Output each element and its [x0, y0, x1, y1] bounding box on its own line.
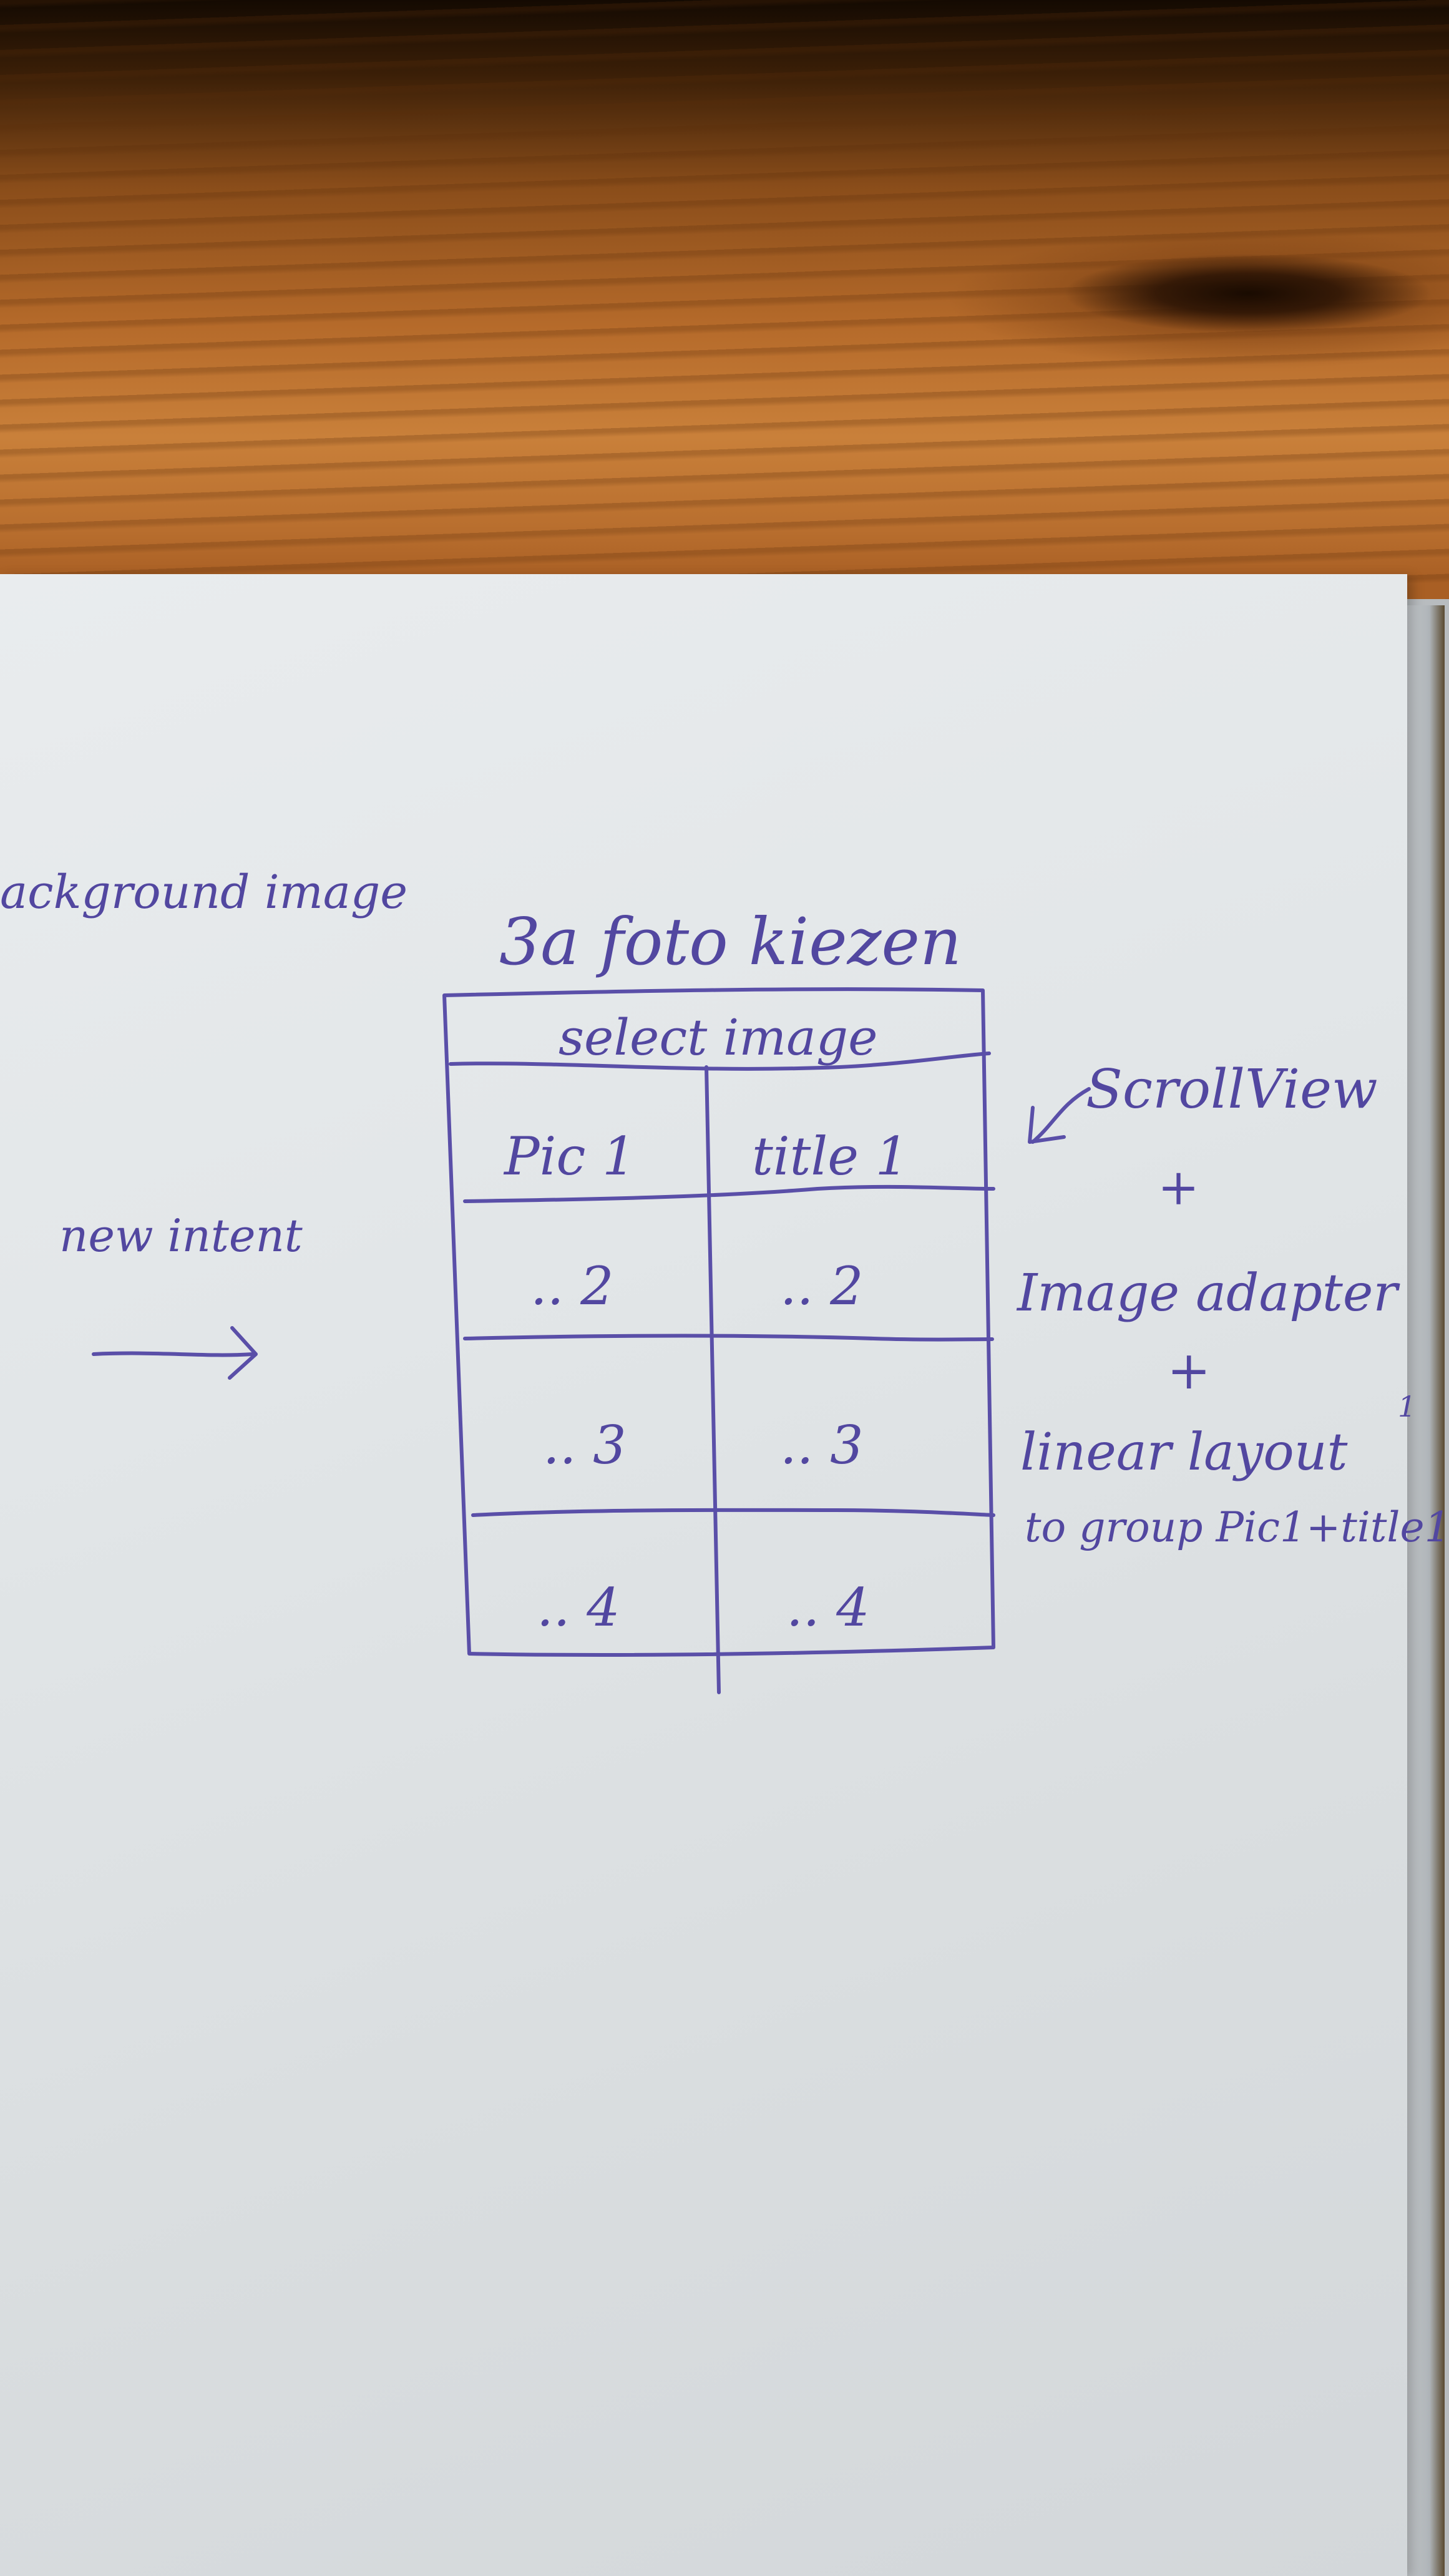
row-divider-3	[471, 1508, 995, 1517]
row-3-title: .. 3	[780, 1415, 864, 1476]
row-3-pic: .. 3	[543, 1415, 627, 1476]
screen-title: 3a foto kiezen	[499, 904, 962, 980]
new-intent-arrow-shaft	[92, 1351, 255, 1357]
row-4-title: .. 4	[786, 1577, 870, 1638]
phone-screen-frame	[442, 987, 995, 1657]
stray-mark: 1	[1398, 1390, 1416, 1423]
header-divider	[449, 1051, 991, 1071]
scrollview-arrow-shaft	[1031, 1087, 1091, 1144]
row-2-pic: .. 2	[530, 1256, 614, 1317]
new-intent-arrow-head	[228, 1326, 258, 1380]
row-4-pic: .. 4	[537, 1577, 620, 1638]
background-image-note: ackground image	[0, 866, 407, 919]
new-intent-note: new intent	[59, 1209, 303, 1262]
scrollview-arrow-head	[1028, 1106, 1066, 1144]
image-adapter-note: Image adapter	[1016, 1264, 1400, 1323]
row-divider-1	[463, 1184, 995, 1203]
paper-stack-edge	[1407, 605, 1445, 2576]
column-divider	[705, 1065, 721, 1694]
scrollview-note: ScrollView	[1086, 1058, 1378, 1121]
group-note: to group Pic1+title1	[1025, 1503, 1449, 1551]
select-image-header: select image	[559, 1008, 877, 1066]
row-1-title: title 1	[752, 1126, 909, 1187]
linear-layout-note: linear layout	[1020, 1423, 1349, 1482]
plus-sign-1: +	[1158, 1158, 1199, 1216]
plus-sign-2: +	[1167, 1340, 1211, 1401]
row-1-pic: Pic 1	[503, 1126, 636, 1187]
row-2-title: .. 2	[780, 1256, 864, 1317]
paper-sheet	[0, 574, 1407, 2576]
row-divider-2	[463, 1334, 994, 1342]
